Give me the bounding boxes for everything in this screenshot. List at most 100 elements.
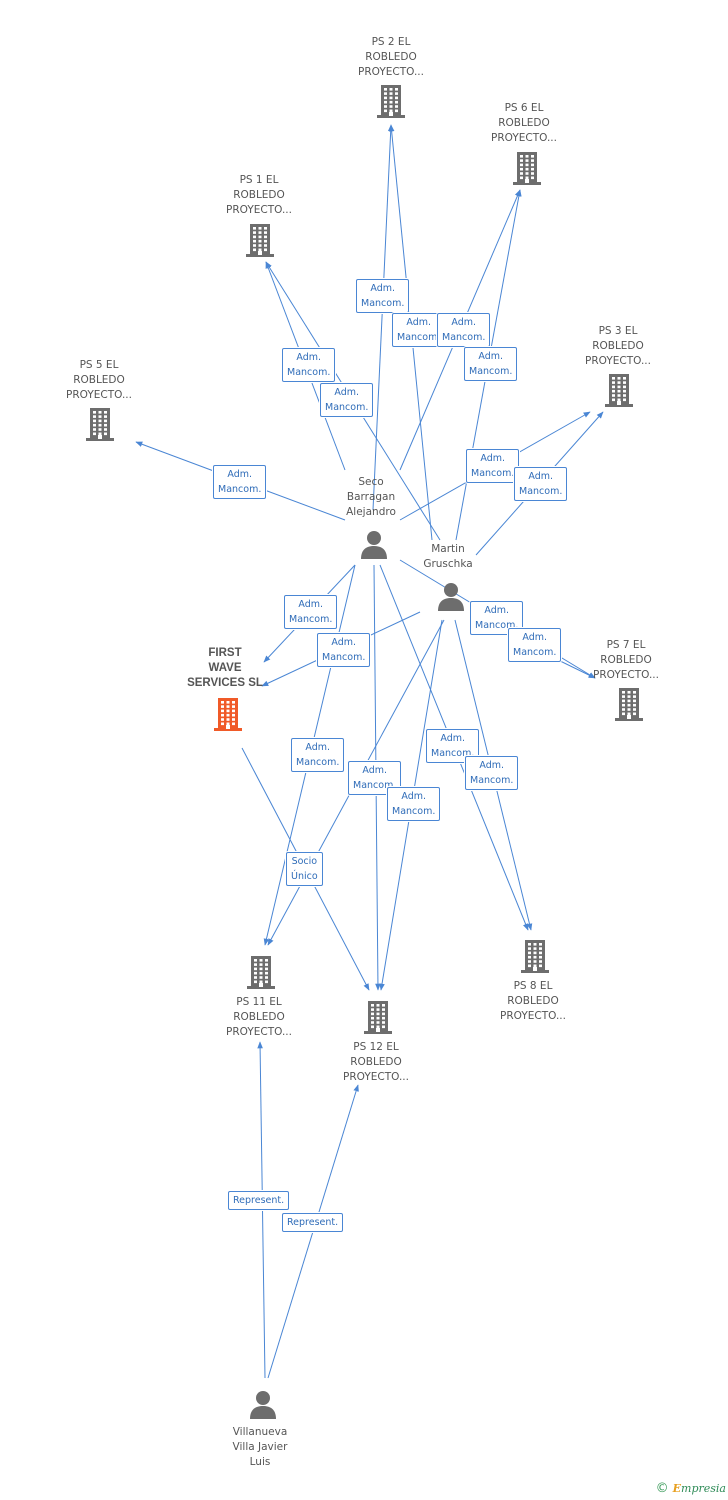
node-label-line: PS 5 EL	[79, 359, 119, 371]
building-icon[interactable]	[376, 84, 406, 123]
node-label-line: ROBLEDO	[350, 1056, 402, 1068]
building-icon[interactable]	[245, 223, 275, 262]
node-label-line: Villanueva	[232, 1426, 288, 1438]
relation-label[interactable]: Adm. Mancom.	[291, 738, 345, 772]
node-label-line: PROYECTO...	[358, 66, 424, 78]
node-label-line: PS 12 EL	[353, 1041, 399, 1053]
building-icon[interactable]	[512, 151, 542, 190]
company-name-label[interactable]: PS 12 EL ROBLEDO PROYECTO...	[316, 1040, 436, 1085]
relation-label-line: Único	[291, 871, 318, 882]
brand-watermark[interactable]: ©Empresia	[656, 1481, 726, 1496]
relation-label-line: Adm.	[440, 733, 465, 744]
relation-edge	[372, 124, 394, 511]
building-icon[interactable]	[213, 697, 243, 736]
relation-label-line: Adm.	[528, 471, 553, 482]
relation-label[interactable]: Represent.	[282, 1213, 344, 1232]
node-label-line: PS 11 EL	[236, 996, 282, 1008]
node-label-line: PS 3 EL	[598, 325, 638, 337]
relation-label[interactable]: Adm.Mancom.	[392, 313, 446, 347]
node-label-line: PS 6 EL	[504, 102, 544, 114]
company-name-label[interactable]: PS 11 EL ROBLEDO PROYECTO...	[199, 995, 319, 1040]
relation-label-line: Represent.	[287, 1217, 339, 1228]
relation-label-line: Mancom.	[475, 620, 519, 631]
relation-label-line: Represent.	[233, 1195, 285, 1206]
relation-label-line: Mancom.	[471, 468, 515, 479]
building-icon[interactable]	[604, 373, 634, 412]
relation-label-line: Adm.	[478, 351, 503, 362]
building-icon[interactable]	[246, 955, 276, 994]
relation-label-line: Adm.	[479, 760, 504, 771]
relation-label-line: Adm.	[451, 317, 476, 328]
relation-label-line: Adm.	[227, 469, 252, 480]
relation-label[interactable]: Adm.Mancom.	[464, 347, 518, 381]
relation-label-line: Mancom.	[513, 647, 557, 658]
node-label-line: PROYECTO...	[226, 1026, 292, 1038]
node-label-line: SERVICES SL	[187, 677, 263, 689]
relation-label[interactable]: Adm.Mancom.	[317, 633, 371, 667]
building-icon[interactable]	[614, 687, 644, 726]
relation-label[interactable]: Adm. Mancom.	[320, 383, 374, 417]
relation-label[interactable]: Adm.Mancom.	[387, 787, 441, 821]
relation-label[interactable]: Adm.Mancom.	[466, 449, 520, 483]
company-name-label[interactable]: PS 2 EL ROBLEDO PROYECTO...	[331, 35, 451, 80]
relation-label[interactable]: Adm.Mancom.	[213, 465, 267, 499]
person-icon[interactable]	[436, 582, 466, 617]
relation-label-line: Mancom.	[325, 402, 369, 413]
node-label-line: Gruschka	[423, 558, 473, 570]
relation-label-line: Adm.	[406, 317, 431, 328]
relation-label-line: Adm.	[331, 637, 356, 648]
relation-label-line: Adm.	[296, 352, 321, 363]
building-icon[interactable]	[85, 407, 115, 446]
building-icon[interactable]	[363, 1000, 393, 1039]
node-label-line: ROBLEDO	[507, 995, 559, 1007]
person-icon[interactable]	[248, 1390, 278, 1425]
node-label-line: PROYECTO...	[593, 669, 659, 681]
relation-label[interactable]: Adm. Mancom.	[437, 313, 491, 347]
person-icon[interactable]	[359, 530, 389, 565]
relation-label-line: Mancom.	[442, 332, 486, 343]
relation-label-line: Adm.	[334, 387, 359, 398]
relation-label[interactable]: Represent.	[228, 1191, 290, 1210]
relation-label[interactable]: Adm.Mancom.	[508, 628, 562, 662]
relation-label[interactable]: Adm.Mancom.	[514, 467, 568, 501]
relation-label-line: Mancom.	[431, 748, 475, 759]
relation-label-line: Mancom.	[353, 780, 397, 791]
node-label-line: ROBLEDO	[233, 1011, 285, 1023]
relation-label-line: Mancom.	[361, 298, 405, 309]
relation-label[interactable]: Adm. Mancom.	[282, 348, 336, 382]
relation-label-line: Adm.	[305, 742, 330, 753]
node-label-line: Seco	[358, 476, 384, 488]
relation-label[interactable]: Adm.Mancom.	[465, 756, 519, 790]
node-label-line: PROYECTO...	[226, 204, 292, 216]
node-label-line: PS 2 EL	[371, 36, 411, 48]
relation-label-line: Adm.	[298, 599, 323, 610]
relation-label-line: Mancom.	[392, 806, 436, 817]
node-label-line: ROBLEDO	[365, 51, 417, 63]
relation-label-line: Mancom.	[296, 757, 340, 768]
node-label-line: PS 8 EL	[513, 980, 553, 992]
node-label-line: Luis	[249, 1456, 271, 1468]
node-label-line: Alejandro	[346, 506, 396, 518]
building-icon[interactable]	[520, 939, 550, 978]
node-label-line: PROYECTO...	[491, 132, 557, 144]
relation-edge	[257, 1041, 266, 1379]
company-name-label[interactable]: PS 6 EL ROBLEDO PROYECTO...	[464, 101, 584, 146]
node-label-line: PROYECTO...	[343, 1071, 409, 1083]
relation-label[interactable]: Adm.Mancom.	[356, 279, 410, 313]
node-label-line: PROYECTO...	[66, 389, 132, 401]
relation-label[interactable]: Adm.Mancom.	[284, 595, 338, 629]
node-label-line: WAVE	[208, 662, 242, 674]
node-label-line: ROBLEDO	[498, 117, 550, 129]
relation-label-line: Mancom.	[287, 367, 331, 378]
